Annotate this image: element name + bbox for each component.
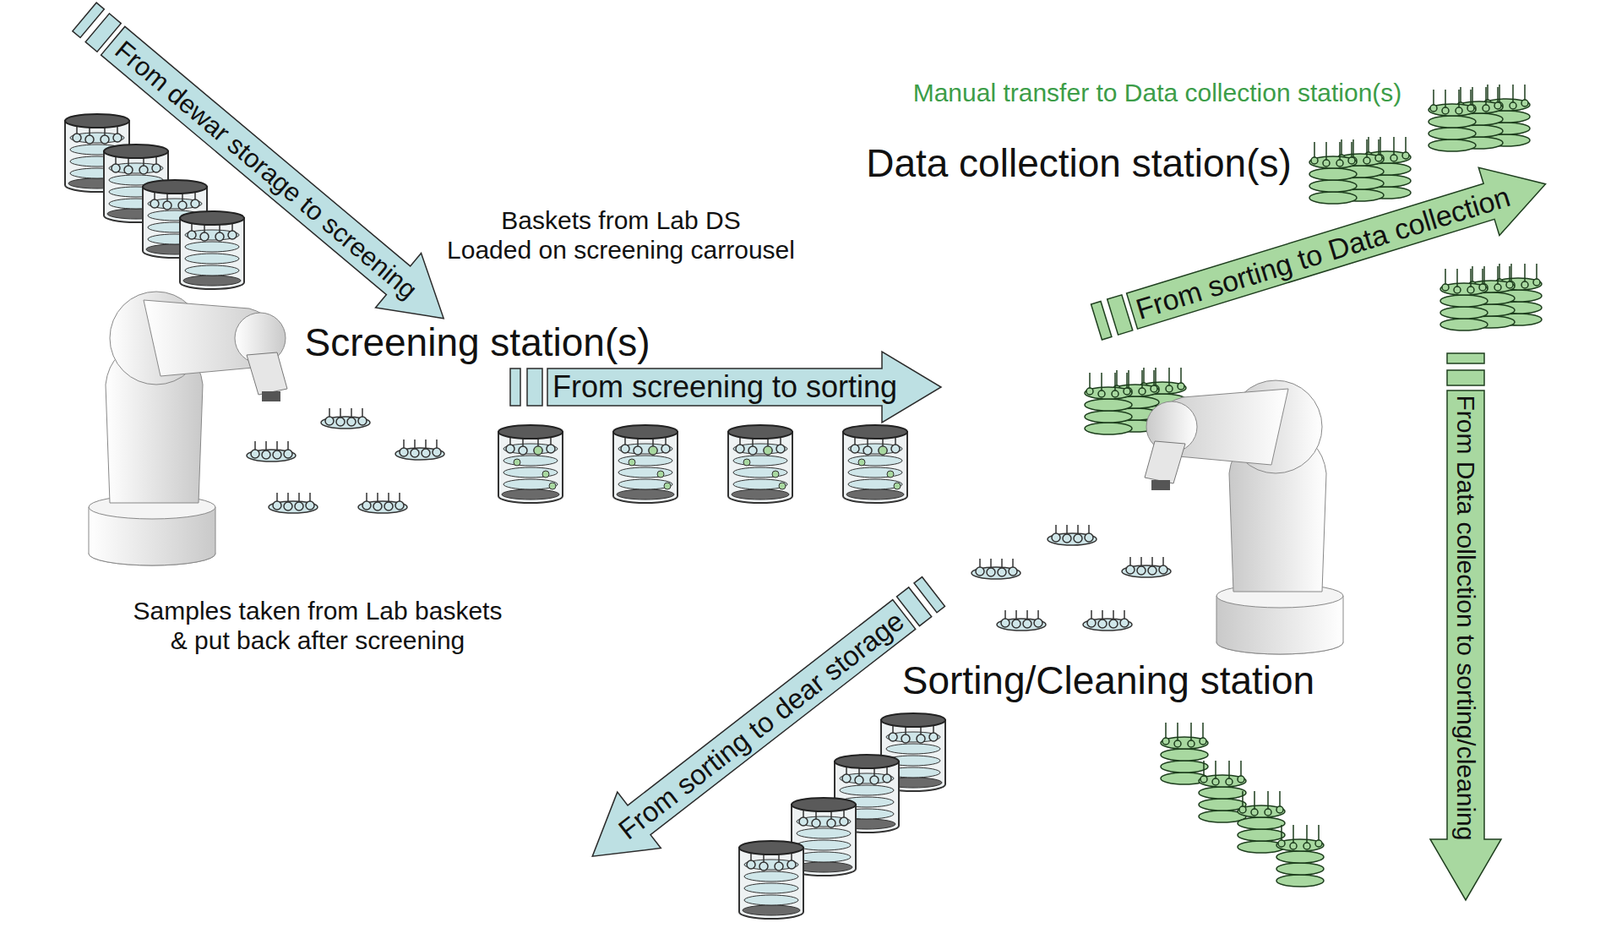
puck-stack-group — [1440, 263, 1542, 331]
puck — [358, 492, 408, 513]
puck — [1121, 556, 1171, 577]
basket-cylinder — [728, 424, 793, 503]
note-text: Baskets from Lab DS Loaded on screening … — [446, 206, 795, 265]
block-arrow — [570, 563, 955, 885]
arrow-body — [90, 13, 467, 346]
puck — [996, 609, 1046, 631]
note-text: Manual transfer to Data collection stati… — [913, 78, 1403, 109]
arrow-body — [570, 586, 926, 885]
basket-cylinder — [843, 424, 908, 503]
robot-arm — [88, 291, 288, 566]
arrow-tail — [527, 368, 543, 406]
storage-baskets — [739, 712, 946, 919]
arrow-tail — [1091, 300, 1112, 340]
block-arrow — [1430, 353, 1502, 900]
station-title: Sorting/Cleaning station — [902, 658, 1315, 703]
arrow-tail — [1447, 353, 1485, 364]
puck-stack — [1276, 824, 1324, 887]
arrow-label: From screening to sorting — [552, 371, 898, 403]
basket-cylinder — [613, 424, 678, 503]
station-title: Data collection station(s) — [865, 141, 1292, 186]
robot-arm — [1144, 380, 1344, 654]
block-arrow — [61, 0, 467, 346]
puck — [321, 408, 371, 429]
puck — [268, 492, 318, 513]
puck — [1047, 524, 1097, 545]
puck-stack-group — [1309, 136, 1411, 204]
arrow-label: From Data collection to sorting/cleaning — [1453, 395, 1479, 841]
basket-cylinder — [179, 211, 245, 289]
basket-cylinder — [739, 840, 804, 919]
puck — [395, 439, 445, 460]
puck — [246, 440, 296, 462]
puck-stack — [1160, 722, 1209, 784]
puck — [971, 558, 1021, 579]
arrow-tail — [1447, 370, 1485, 386]
note-text: Samples taken from Lab baskets & put bac… — [133, 596, 503, 655]
puck-stack-group — [1428, 84, 1530, 152]
puck — [1082, 609, 1132, 631]
green-puck-stacks — [1084, 84, 1542, 887]
arrow-body — [1430, 390, 1502, 900]
arrow-tail — [510, 368, 521, 406]
screened-baskets — [498, 424, 908, 503]
station-title: Screening station(s) — [304, 320, 650, 365]
basket-cylinder — [498, 424, 563, 503]
